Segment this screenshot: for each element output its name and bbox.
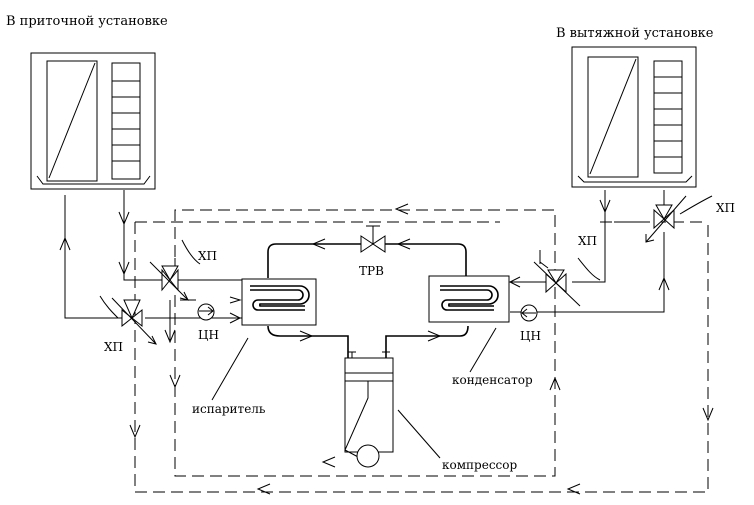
supply-air-unit [30,52,156,190]
compressor-leader [397,409,441,459]
pump-label-right: ЦН [520,329,541,343]
refrigerant-circuit [267,238,469,358]
supply-unit-title: В приточной установке [6,14,168,29]
exhaust-water-lines [508,190,670,313]
supply-water-lines [59,190,242,344]
evaporator-label: испаритель [192,402,266,416]
expansion-valve [360,225,386,253]
condenser-label: конденсатор [452,373,533,387]
hp-label-supply-upper: ХП [198,249,217,263]
pump-label-left: ЦН [198,328,219,342]
hp-leader-supply-upper [181,239,201,265]
three-way-valve-supply-lower [111,297,157,345]
compressor [344,351,394,468]
condenser [428,275,510,323]
circulation-pump-left [197,303,215,321]
exhaust-air-unit [571,46,697,188]
three-way-valve-exhaust-lower [533,261,581,307]
circulation-pump-right [520,304,538,322]
three-way-valve-supply-upper [149,261,189,301]
compressor-label: компрессор [442,458,518,472]
evaporator-leader [211,337,249,401]
hp-label-exhaust-valve: ХП [578,234,597,248]
dashed-circulation-loop [129,203,714,495]
exhaust-unit-title: В вытяжной установке [556,26,714,41]
hp-leader-exhaust-lower [577,257,601,281]
hp-leader-supply-lower [99,295,119,319]
trv-label: ТРВ [359,264,384,278]
hp-leader-exhaust-upper [679,195,713,215]
evaporator [241,278,317,326]
three-way-valve-exhaust-upper [645,195,687,243]
hp-label-exhaust-upper: ХП [716,201,735,215]
condenser-leader [469,327,497,373]
hp-label-supply-lower: ХП [104,340,123,354]
